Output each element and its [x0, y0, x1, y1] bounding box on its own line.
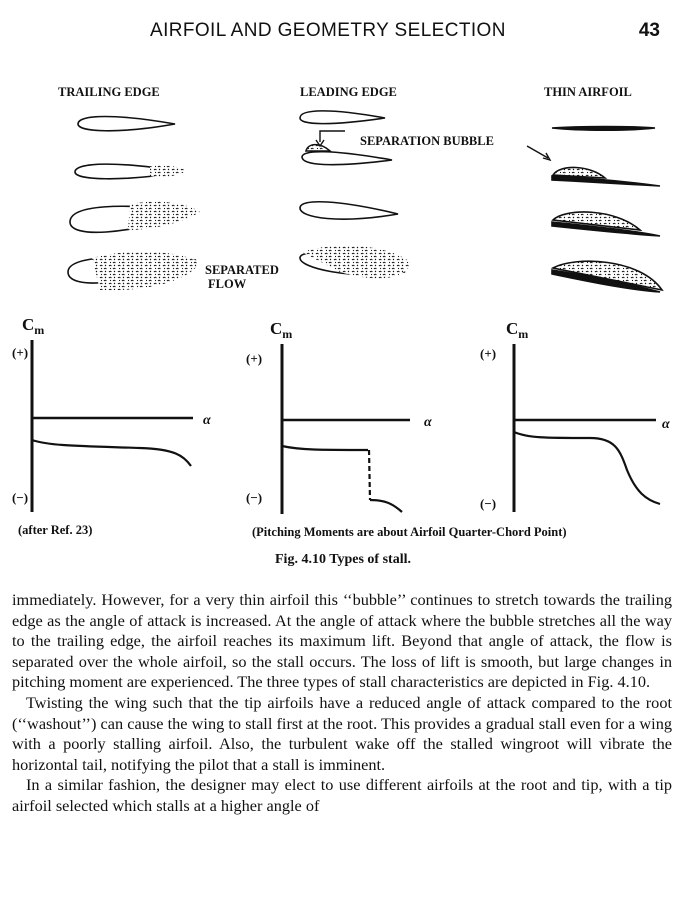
thin-airfoil-4: [551, 269, 661, 293]
te-separation-2: [150, 165, 186, 178]
cm-curve-3: [513, 430, 661, 506]
paragraph-3: In a similar fashion, the designer may e…: [12, 775, 672, 815]
thin-separation-3: [551, 211, 643, 232]
stall-types-figure: TRAILING EDGE LEADING EDGE THIN AIRFOIL …: [12, 85, 670, 539]
cm-plot-thin-airfoil: Cm (+) (−) α: [480, 319, 670, 512]
cm-label-1: Cm: [22, 315, 44, 337]
alpha-label-2: α: [424, 415, 432, 430]
column-heading-leading-edge: LEADING EDGE: [300, 85, 397, 99]
plus-label-2: (+): [246, 351, 262, 366]
cm-label-2: Cm: [270, 319, 292, 341]
trailing-edge-airfoils: [67, 115, 200, 291]
te-airfoil-1: [77, 115, 176, 132]
bubble-label-arrow: [526, 145, 552, 162]
separation-bubble-label: SEPARATION BUBBLE: [360, 134, 494, 148]
separated-flow-label-2: FLOW: [208, 277, 247, 291]
thin-bubble-2: [551, 166, 608, 179]
cm-curve-2-dashed: [367, 449, 372, 501]
cm-plot-trailing-edge: Cm (+) (−) α: [12, 315, 211, 512]
pitching-moment-note: (Pitching Moments are about Airfoil Quar…: [252, 525, 567, 539]
bubble-pointer-arrow: [315, 130, 345, 148]
thin-airfoil-3: [551, 221, 661, 237]
te-airfoil-2: [74, 163, 184, 180]
minus-label-3: (−): [480, 496, 496, 511]
cm-label-3: Cm: [506, 319, 528, 341]
plus-label-3: (+): [480, 346, 496, 361]
paragraph-2: Twisting the wing such that the tip airf…: [12, 692, 672, 774]
column-heading-thin-airfoil: THIN AIRFOIL: [544, 85, 632, 99]
thin-airfoil-1: [551, 125, 656, 132]
thin-airfoil-2: [551, 175, 661, 187]
thin-separation-4: [550, 260, 664, 292]
paragraph-1: immediately. However, for a very thin ai…: [12, 590, 672, 692]
column-heading-trailing-edge: TRAILING EDGE: [58, 85, 160, 99]
minus-label-1: (−): [12, 490, 28, 505]
leading-edge-airfoils: [299, 110, 410, 279]
cm-curve-1: [31, 438, 192, 467]
figure-caption: Fig. 4.10 Types of stall.: [275, 552, 411, 567]
alpha-label-3: α: [662, 417, 670, 432]
te-separation-4: [92, 251, 200, 291]
body-text: immediately. However, for a very thin ai…: [12, 590, 672, 817]
alpha-label-1: α: [203, 413, 211, 428]
cm-curve-2b: [369, 498, 403, 513]
le-separation-4: [302, 245, 410, 279]
le-airfoil-1: [299, 110, 386, 125]
after-ref-note: (after Ref. 23): [18, 523, 92, 537]
cm-curve-2a: [281, 444, 369, 452]
cm-plot-leading-edge: Cm (+) (−) α: [246, 319, 432, 514]
thin-airfoils: [550, 125, 664, 293]
te-separation-3: [128, 201, 200, 230]
le-airfoil-2: [301, 150, 393, 166]
separated-flow-label-1: SEPARATED: [205, 263, 279, 277]
le-bubble: [304, 143, 333, 152]
plus-label-1: (+): [12, 345, 28, 360]
page-number: 43: [638, 20, 660, 41]
page-header: AIRFOIL AND GEOMETRY SELECTION 43: [0, 18, 686, 48]
te-airfoil-4: [67, 256, 197, 284]
minus-label-2: (−): [246, 490, 262, 505]
running-title: AIRFOIL AND GEOMETRY SELECTION: [150, 20, 506, 41]
le-airfoil-3: [299, 201, 399, 220]
